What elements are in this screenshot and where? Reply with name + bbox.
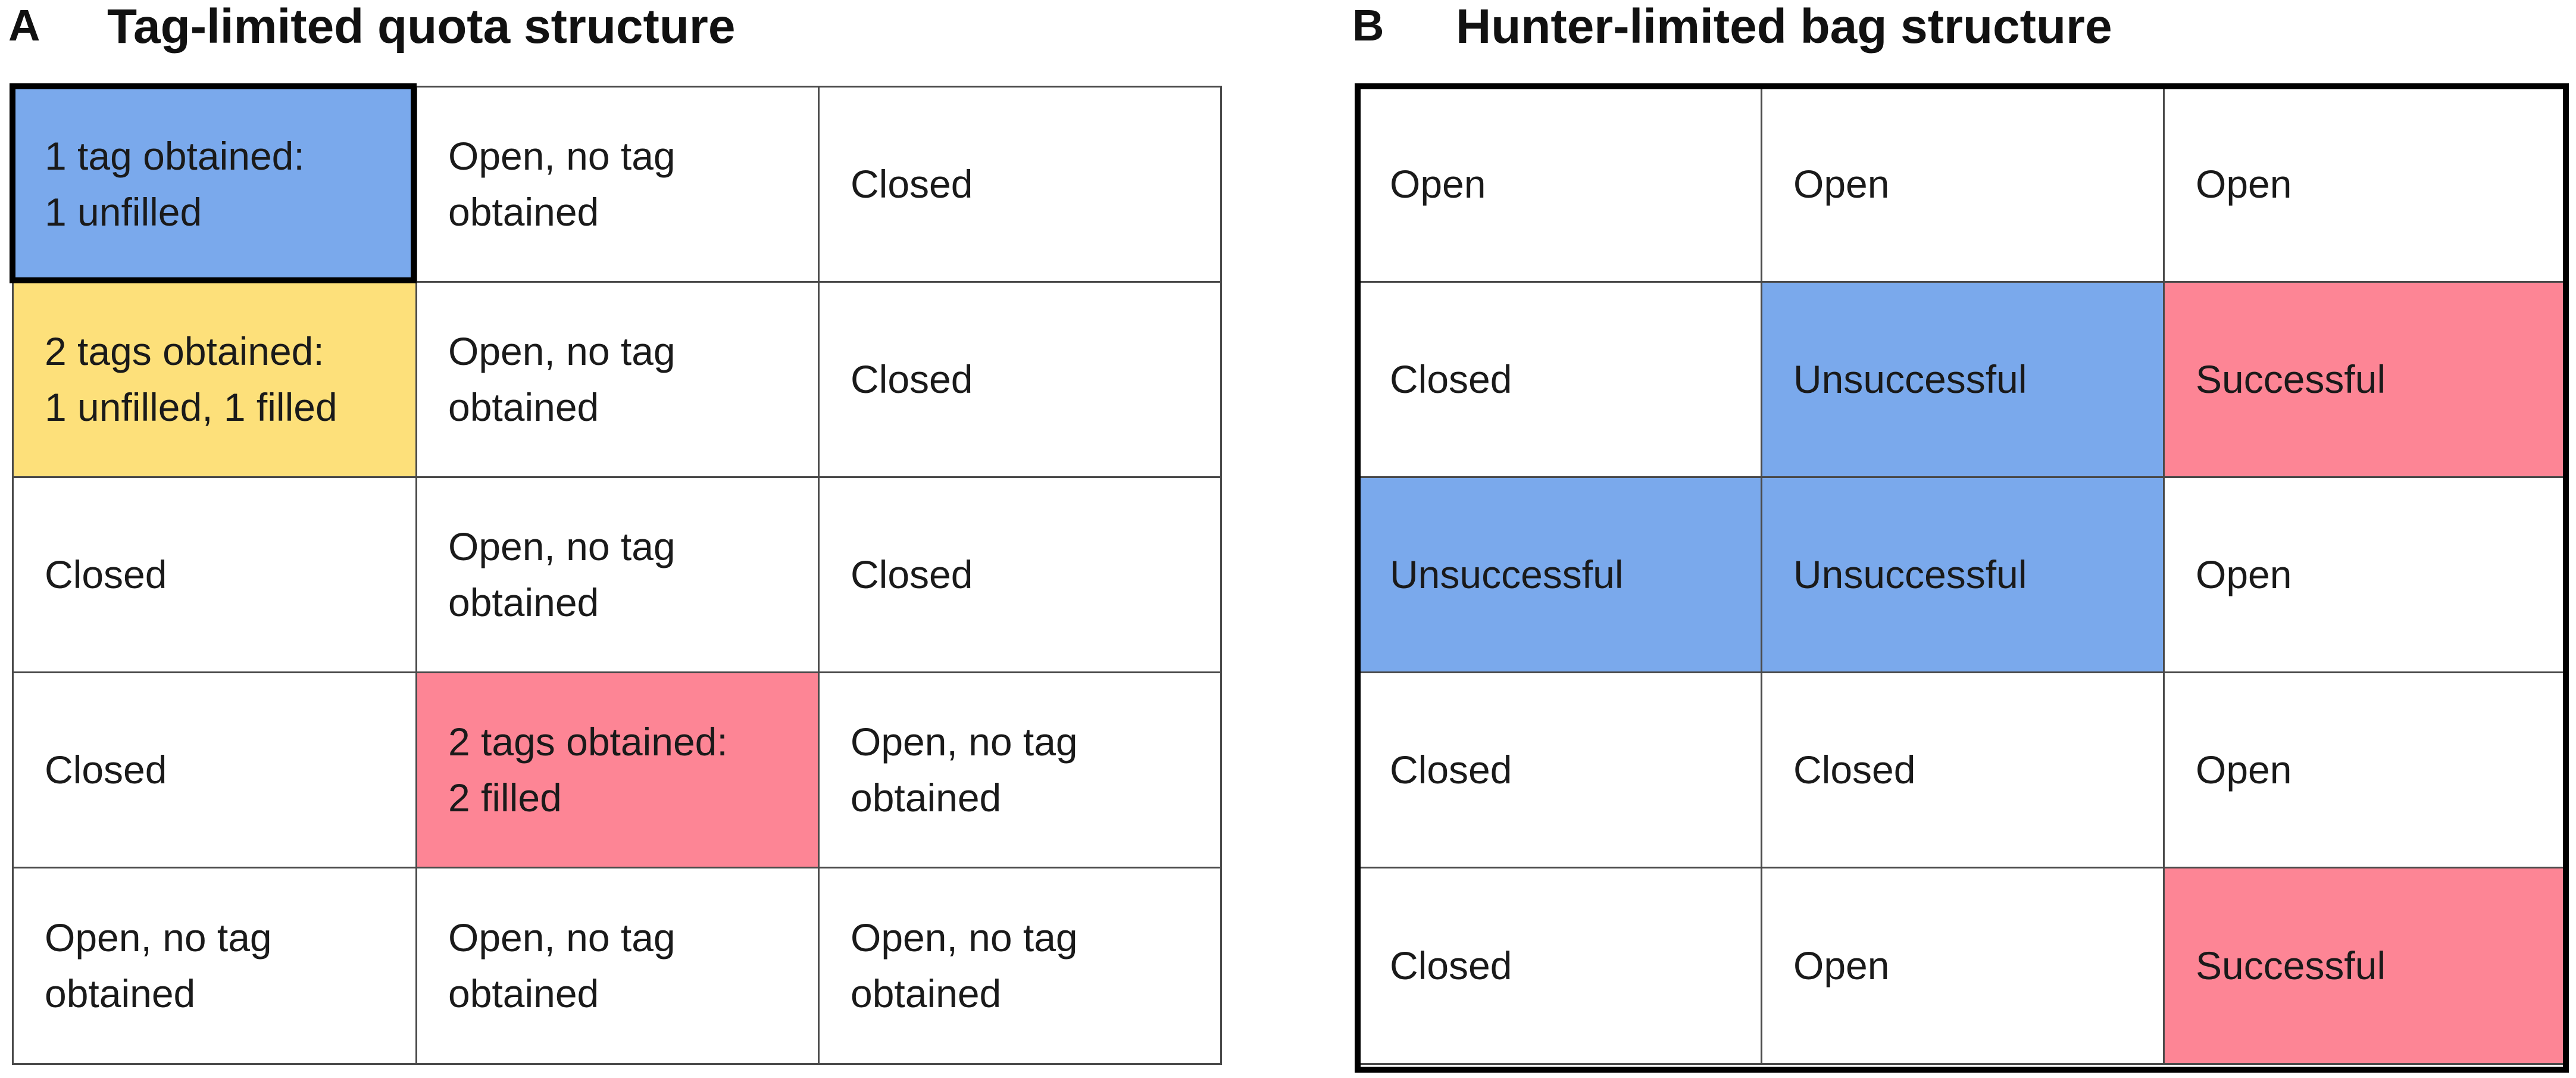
panel-a-cell-r4-c1: Closed bbox=[14, 673, 417, 868]
panel-b-cell-r1-c1: Open bbox=[1359, 88, 1762, 283]
panel-b-cell-r4-c1: Closed bbox=[1359, 673, 1762, 868]
panel-a-cell-r2-c2: Open, no tag obtained bbox=[417, 283, 820, 478]
panel-a-cell-r1-c3: Closed bbox=[820, 88, 1222, 283]
panel-a-cell-r1-c2: Open, no tag obtained bbox=[417, 88, 820, 283]
panel-b-cell-r3-c1: Unsuccessful bbox=[1359, 478, 1762, 673]
panel-b-cell-r2-c3: Successful bbox=[2165, 283, 2567, 478]
panel-a-cell-r3-c3: Closed bbox=[820, 478, 1222, 673]
panel-a-cell-r2-c3: Closed bbox=[820, 283, 1222, 478]
panel-a-cell-r2-c1: 2 tags obtained: 1 unfilled, 1 filled bbox=[14, 283, 417, 478]
panel-a-cell-r4-c3: Open, no tag obtained bbox=[820, 673, 1222, 868]
panel-b-cell-r5-c2: Open bbox=[1762, 868, 2165, 1065]
panel-a-title: Tag-limited quota structure bbox=[107, 0, 736, 54]
panel-b-cell-r5-c3: Successful bbox=[2165, 868, 2567, 1065]
panel-b-title: Hunter-limited bag structure bbox=[1456, 0, 2112, 54]
panel-a-cell-r3-c1: Closed bbox=[14, 478, 417, 673]
panel-b-cell-r4-c2: Closed bbox=[1762, 673, 2165, 868]
panel-b-cell-r2-c2: Unsuccessful bbox=[1762, 283, 2165, 478]
panel-a-cell-r5-c2: Open, no tag obtained bbox=[417, 868, 820, 1065]
panel-b-cell-r1-c2: Open bbox=[1762, 88, 2165, 283]
panel-b-cell-r4-c3: Open bbox=[2165, 673, 2567, 868]
panel-b-cell-r5-c1: Closed bbox=[1359, 868, 1762, 1065]
panel-b-letter: B bbox=[1352, 1, 1384, 50]
panel-a-cell-r3-c2: Open, no tag obtained bbox=[417, 478, 820, 673]
panel-a-cell-r4-c2: 2 tags obtained: 2 filled bbox=[417, 673, 820, 868]
panel-b-cell-r3-c2: Unsuccessful bbox=[1762, 478, 2165, 673]
panel-b-cell-r1-c3: Open bbox=[2165, 88, 2567, 283]
panel-a-cell-r5-c1: Open, no tag obtained bbox=[14, 868, 417, 1065]
panel-a-cell-r1-c1: 1 tag obtained: 1 unfilled bbox=[14, 88, 417, 283]
panel-b-cell-r2-c1: Closed bbox=[1359, 283, 1762, 478]
panel-a-letter: A bbox=[8, 1, 40, 50]
panel-a-cell-r5-c3: Open, no tag obtained bbox=[820, 868, 1222, 1065]
panel-b-cell-r3-c3: Open bbox=[2165, 478, 2567, 673]
